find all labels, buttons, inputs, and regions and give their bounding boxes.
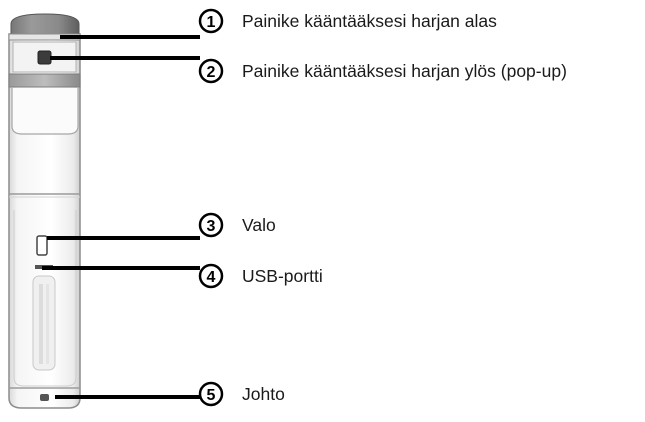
svg-text:2: 2 — [207, 64, 216, 81]
callout-number-4: 4 — [198, 263, 224, 289]
svg-text:1: 1 — [207, 14, 216, 31]
callout-number-3: 3 — [198, 212, 224, 238]
callout-number-2: 2 — [198, 58, 224, 84]
callout-numbers: 1 2 3 4 5 — [198, 8, 224, 407]
svg-text:4: 4 — [207, 269, 216, 286]
svg-text:3: 3 — [207, 218, 216, 235]
callout-label-2: Painike kääntääksesi harjan ylös (pop-up… — [242, 61, 567, 81]
callout-label-5: Johto — [242, 384, 285, 404]
callout-number-5: 5 — [198, 381, 224, 407]
svg-text:5: 5 — [207, 387, 216, 404]
device-body — [8, 13, 81, 409]
callout-label-1: Painike kääntääksesi harjan alas — [242, 11, 497, 31]
leader-lines — [42, 35, 200, 399]
callout-label-3: Valo — [242, 215, 276, 235]
callout-number-1: 1 — [198, 8, 224, 34]
callout-label-4: USB-portti — [242, 266, 323, 286]
